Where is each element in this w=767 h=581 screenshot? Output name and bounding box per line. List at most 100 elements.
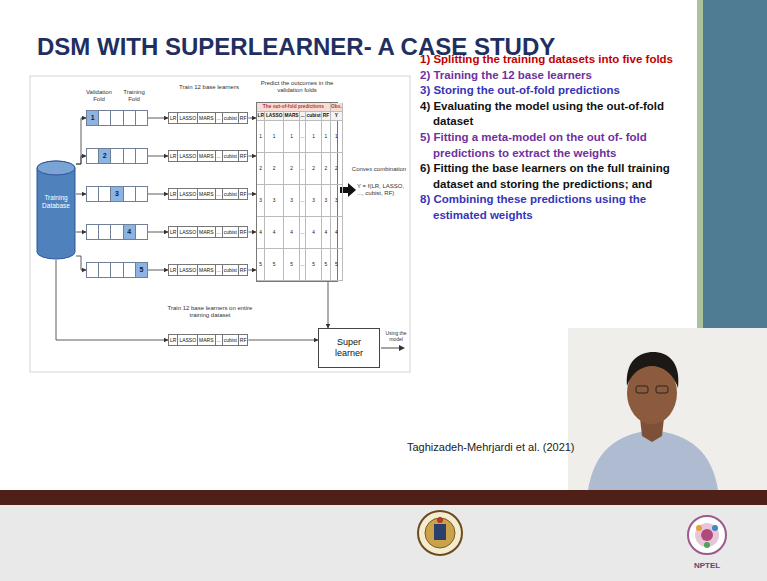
logo-petal <box>704 542 710 548</box>
learner-cell: RF <box>238 150 249 162</box>
table-cell: 4 <box>284 217 300 249</box>
column-header: RF <box>322 112 330 121</box>
flow-arrow <box>148 270 168 271</box>
fold-row: 4 <box>86 224 148 240</box>
learner-row: LRLASSOMARS...cubistRF <box>168 112 248 124</box>
flow-arrow <box>76 156 86 164</box>
learner-cell: LASSO <box>177 112 198 124</box>
presenter-video <box>568 328 767 490</box>
learner-row: LRLASSOMARS...cubistRF <box>168 226 248 238</box>
flow-arrow <box>148 232 168 233</box>
fold-row: 2 <box>86 148 148 164</box>
column-header: LASSO <box>265 112 284 121</box>
table-cell: 3 <box>322 185 330 217</box>
cylinder-top <box>37 161 75 175</box>
learner-cell: cubist <box>222 150 239 162</box>
presenter-glasses <box>636 386 648 393</box>
learner-cell: RF <box>238 188 249 200</box>
learner-cell: MARS <box>197 334 215 346</box>
learner-row: LRLASSOMARS...cubistRF <box>168 334 248 346</box>
flow-arrow <box>248 232 256 233</box>
citation: Taghizadeh-Mehrjardi et al. (2021) <box>407 441 575 454</box>
learner-cell: LASSO <box>177 188 198 200</box>
fold-cell <box>135 186 148 202</box>
logo-center <box>701 529 713 541</box>
table-cell: 2 <box>322 153 330 185</box>
table-cell: 4 <box>306 217 322 249</box>
flow-arrow <box>248 340 318 341</box>
learner-cell: MARS <box>197 226 215 238</box>
cylinder-label-area: Training Database <box>36 160 76 210</box>
fold-row: 5 <box>86 262 148 278</box>
table-cell: 5 <box>284 249 300 281</box>
learner-cell: RF <box>238 264 249 276</box>
step-item: 2) Training the 12 base learners <box>420 68 694 84</box>
table-cell: 3 <box>331 185 344 217</box>
database-label: Training Database <box>36 194 76 210</box>
table-cell: 3 <box>265 185 284 217</box>
flow-arrow <box>248 156 256 157</box>
step-item: 8) Combining these predictions using the… <box>420 192 694 223</box>
fold-number: 3 <box>115 190 119 198</box>
learner-cell: RF <box>238 334 249 346</box>
logo-disc <box>695 523 719 547</box>
table-cell: 5 <box>322 249 330 281</box>
table-cell: 3 <box>257 185 265 217</box>
institute-logo <box>418 511 462 555</box>
table-cell: 5 <box>265 249 284 281</box>
figure-label: Y = f(LR, LASSO, ..., cubist, RF) <box>357 183 408 197</box>
table-cell: 5 <box>257 249 265 281</box>
figure-label: Predict the outcomes in the validation f… <box>254 80 340 94</box>
learner-cell: LASSO <box>177 226 198 238</box>
learner-cell: LASSO <box>177 334 198 346</box>
database-cylinder: Training Database <box>36 160 76 260</box>
learner-row: LRLASSOMARS...cubistRF <box>168 188 248 200</box>
fold-cell <box>135 224 148 240</box>
learner-cell: MARS <box>197 112 215 124</box>
learner-row: LRLASSOMARS...cubistRF <box>168 264 248 276</box>
column-header: cubist <box>306 112 322 121</box>
process-box: Super learner <box>318 328 380 368</box>
table-cell: 1 <box>322 121 330 153</box>
column-header: MARS <box>284 112 300 121</box>
figure-label: Convex combination <box>350 166 408 173</box>
logo-emblem <box>434 524 446 540</box>
step-item: 5) Fitting a meta-model on the out of- f… <box>420 130 694 161</box>
table-cell: 4 <box>331 217 344 249</box>
table-cell: 4 <box>265 217 284 249</box>
box-label: Super learner <box>319 337 379 359</box>
table-cell: 4 <box>257 217 265 249</box>
fold-cell: 5 <box>135 262 148 278</box>
flow-arrow <box>248 194 256 195</box>
column-header: Obs. <box>331 103 344 112</box>
table-cell: 1 <box>284 121 300 153</box>
logo-petal <box>712 525 718 531</box>
output-arrow <box>381 348 400 349</box>
table-cell: 5 <box>331 249 344 281</box>
column-header: Y <box>331 112 344 121</box>
flow-arrow <box>76 194 86 195</box>
table-cell: 2 <box>257 153 265 185</box>
flow-arrow <box>56 260 168 340</box>
table-cell: 4 <box>322 217 330 249</box>
flow-arrow <box>148 194 168 195</box>
flow-arrow <box>76 256 86 270</box>
learner-cell: RF <box>238 226 249 238</box>
learner-cell: LASSO <box>177 150 198 162</box>
learner-row: LRLASSOMARS...cubistRF <box>168 150 248 162</box>
video-ground <box>568 328 767 490</box>
footer-ground <box>0 505 767 581</box>
learner-cell: RF <box>238 112 249 124</box>
table-cell: 2 <box>284 153 300 185</box>
cylinder-body <box>37 161 75 259</box>
table-cell: 1 <box>257 121 265 153</box>
table-heading: The out-of-fold predictions <box>257 103 331 112</box>
table-cell: 1 <box>306 121 322 153</box>
fold-number: 5 <box>139 266 143 274</box>
figure-label: Train 12 base learners on entire trainin… <box>160 305 260 319</box>
logo-petal <box>696 525 702 531</box>
logo-ring <box>418 511 462 555</box>
fold-cell <box>135 110 148 126</box>
